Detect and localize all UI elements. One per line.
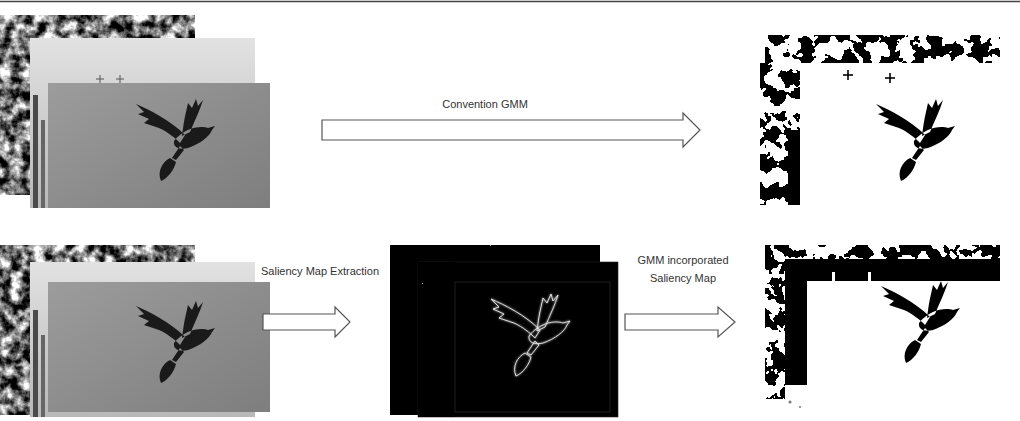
mask-background bbox=[765, 245, 1000, 415]
building-structure bbox=[33, 310, 38, 417]
mask-background bbox=[760, 35, 1000, 205]
arrow-label: Convention GMM bbox=[420, 95, 550, 113]
saliency-map bbox=[455, 282, 610, 412]
mask-speck bbox=[799, 406, 801, 408]
mask-bar bbox=[785, 259, 1000, 281]
mask-bar bbox=[788, 130, 800, 205]
marker-cross bbox=[843, 70, 895, 83]
mask-notch bbox=[832, 272, 835, 281]
bird-image bbox=[48, 282, 270, 412]
saliency-stack bbox=[390, 245, 618, 417]
saliency-specks bbox=[418, 262, 455, 417]
mask-notch bbox=[868, 272, 871, 281]
mask-noise bbox=[760, 63, 800, 205]
bird-silhouette bbox=[136, 301, 215, 383]
building-structure bbox=[41, 335, 45, 417]
mask-noise bbox=[765, 35, 1000, 63]
bird-mask bbox=[876, 99, 955, 181]
building-structure bbox=[41, 120, 45, 208]
process-arrow bbox=[263, 307, 350, 337]
input-stack bbox=[0, 245, 270, 417]
process-arrow bbox=[322, 113, 700, 147]
marker-cross bbox=[96, 75, 124, 83]
bird-image bbox=[48, 83, 270, 208]
saliency-map bbox=[418, 262, 618, 417]
mask-speck bbox=[789, 401, 792, 404]
gmm-result bbox=[760, 35, 1000, 205]
mask-noise bbox=[765, 259, 785, 399]
bird-saliency bbox=[491, 294, 570, 376]
mask-bar bbox=[785, 259, 807, 385]
bird-mask bbox=[881, 281, 960, 363]
building-structure bbox=[33, 95, 38, 208]
process-arrow bbox=[625, 307, 735, 337]
saliency-gmm-result bbox=[765, 245, 1000, 415]
bird-silhouette bbox=[136, 99, 215, 181]
mask-noise bbox=[765, 245, 1000, 259]
arrow-label: GMM incorporated Saliency Map bbox=[633, 251, 733, 287]
arrow-label: Saliency Map Extraction bbox=[250, 262, 390, 280]
top-rule bbox=[0, 1, 1020, 3]
input-stack bbox=[0, 15, 270, 208]
